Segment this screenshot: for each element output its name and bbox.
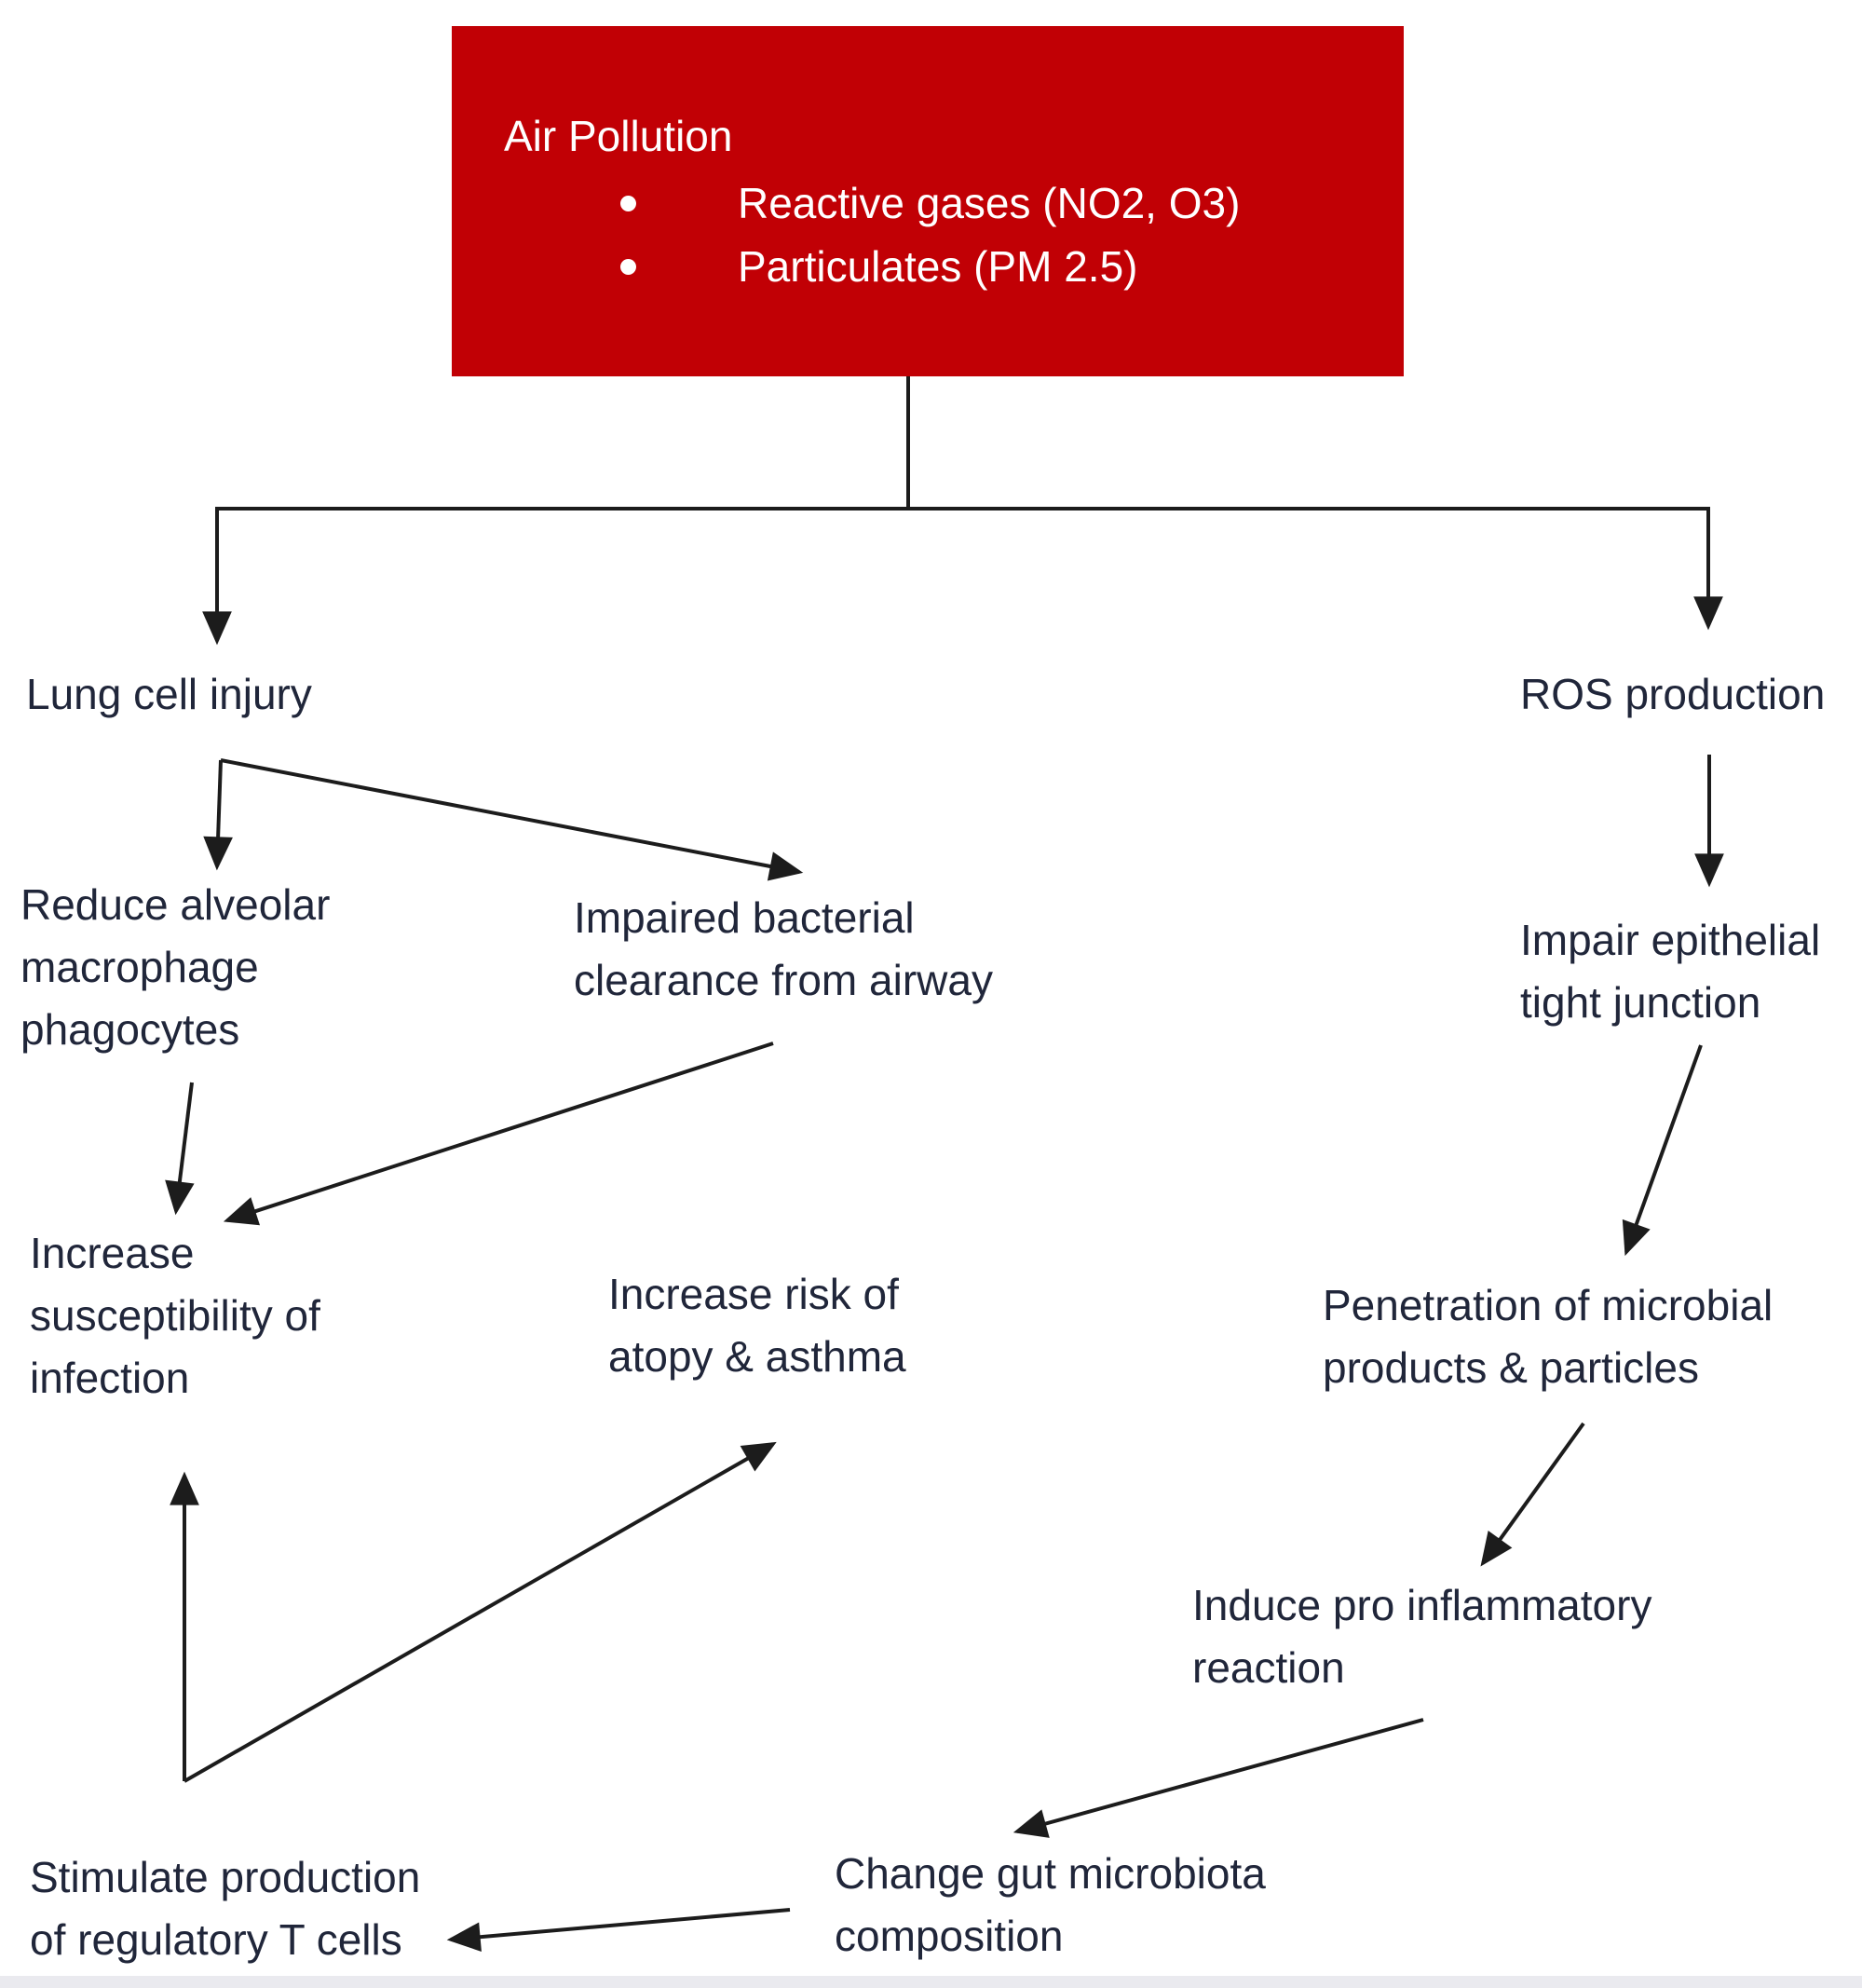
node-impair-epithelial-tight-junction: Impair epithelial tight junction (1520, 916, 1821, 1027)
node-induce-pro-inflammatory: Induce pro inflammatory reaction (1192, 1581, 1652, 1692)
node-penetration-microbial-products: Penetration of microbial products & part… (1323, 1281, 1774, 1392)
arrow-impairepithelial-to-penetration (1622, 1044, 1703, 1257)
bullet-reactive-gases-label: Reactive gases (NO2, O3) (738, 179, 1241, 227)
node-ros-production: ROS production (1520, 670, 1826, 718)
bullet-dot-icon (620, 258, 636, 275)
figure-bottom-edge (0, 1976, 1862, 1988)
node-impaired-bacterial-clearance: Impaired bacterial clearance from airway (574, 893, 993, 1004)
arrow-impairedbacterial-to-infection (223, 1042, 774, 1226)
bullet-particulates: Particulates (PM 2.5) (620, 240, 1137, 293)
bullet-particulates-label: Particulates (PM 2.5) (738, 242, 1138, 291)
arrow-lungcellinjury-to-reduce-alveolar (203, 759, 233, 871)
arrow-reducealveolar-to-infection (165, 1082, 195, 1216)
bullet-dot-icon (620, 195, 636, 211)
arrow-induceinflammatory-to-change-gut (1013, 1718, 1424, 1838)
air-pollution-box: Air Pollution Reactive gases (NO2, O3) P… (452, 26, 1404, 376)
node-increase-risk-atopy-asthma: Increase risk of atopy & asthma (608, 1270, 906, 1381)
arrow-changegut-to-stimulate-tcells (446, 1908, 791, 1953)
node-reduce-alveolar-macrophage: Reduce alveolar macrophage phagocytes (20, 880, 331, 1054)
arrow-penetration-to-induce-inflammatory (1480, 1422, 1585, 1567)
air-pollution-title: Air Pollution (504, 112, 733, 160)
arrow-stimulatetcells-to-atopy (183, 1441, 777, 1783)
node-change-gut-microbiota: Change gut microbiota composition (835, 1849, 1266, 1960)
node-increase-susceptibility-infection: Increase susceptibility of infection (30, 1229, 320, 1402)
bullet-reactive-gases: Reactive gases (NO2, O3) (620, 177, 1240, 229)
node-stimulate-regulatory-t-cells: Stimulate production of regulatory T cel… (30, 1853, 421, 1964)
node-lung-cell-injury: Lung cell injury (26, 670, 312, 718)
arrow-lungcellinjury-to-impaired-bacterial (220, 758, 804, 881)
